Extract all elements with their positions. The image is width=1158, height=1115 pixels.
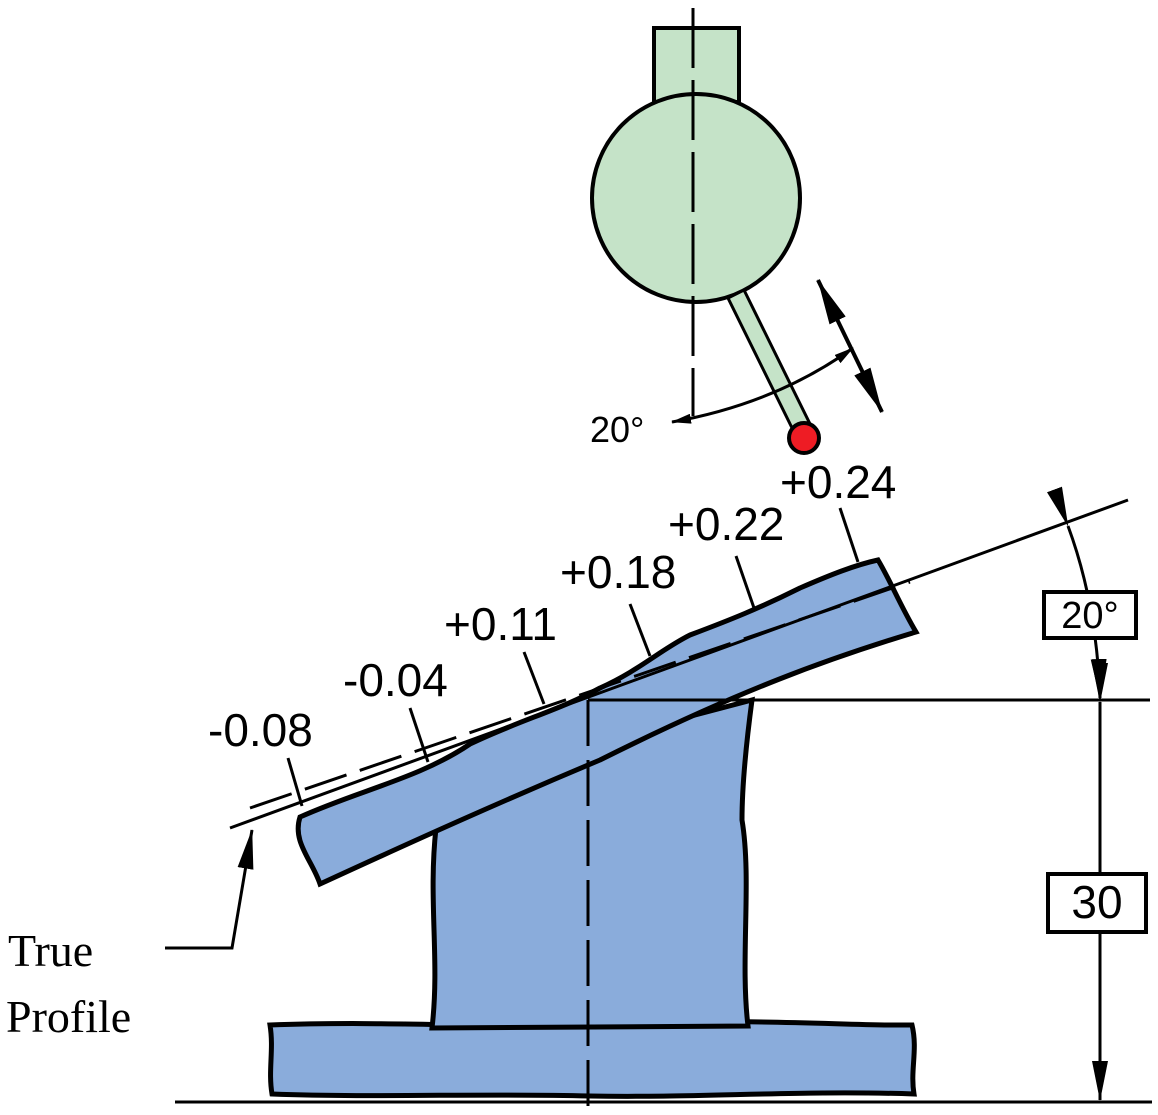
- reading-label: +0.24: [780, 456, 896, 508]
- reading-label: -0.04: [343, 654, 448, 706]
- true-profile-label-line1: True: [8, 925, 93, 976]
- dial-indicator: [590, 26, 821, 455]
- indicator-probe-arm: [725, 287, 815, 439]
- reading-leader: [734, 555, 756, 609]
- reading-leader: [522, 651, 546, 705]
- part-stem: [429, 696, 755, 1031]
- reading-label: +0.22: [668, 498, 784, 550]
- probe-tip: [787, 421, 821, 455]
- probe-angle-label: 20°: [590, 409, 644, 450]
- reading-leader: [628, 603, 652, 657]
- basic-height-box: [1046, 872, 1148, 934]
- true-profile-label-line2: Profile: [6, 991, 131, 1042]
- basic-angle-value: 20°: [1061, 595, 1118, 637]
- reading-label: +0.11: [444, 598, 557, 650]
- reading-label: -0.08: [208, 704, 313, 756]
- profile-axis-line: [249, 580, 911, 810]
- reading-leader: [286, 757, 304, 807]
- reading-label: +0.18: [560, 546, 676, 598]
- true-profile-leader: [165, 829, 254, 950]
- reading-leader: [838, 507, 860, 563]
- reading-leader: [408, 707, 430, 763]
- basic-angle-box: [1042, 590, 1138, 640]
- probe-travel-arrow: [816, 279, 884, 413]
- basic-height-value: 30: [1071, 876, 1122, 928]
- part: [267, 557, 920, 1099]
- indicator-dial: [590, 92, 802, 304]
- indicator-stem: [652, 26, 741, 104]
- part-base: [267, 1019, 917, 1099]
- readings: -0.08 -0.04 +0.11 +0.18 +0.22 +0.24: [208, 456, 896, 807]
- true-profile-line: [229, 498, 1129, 830]
